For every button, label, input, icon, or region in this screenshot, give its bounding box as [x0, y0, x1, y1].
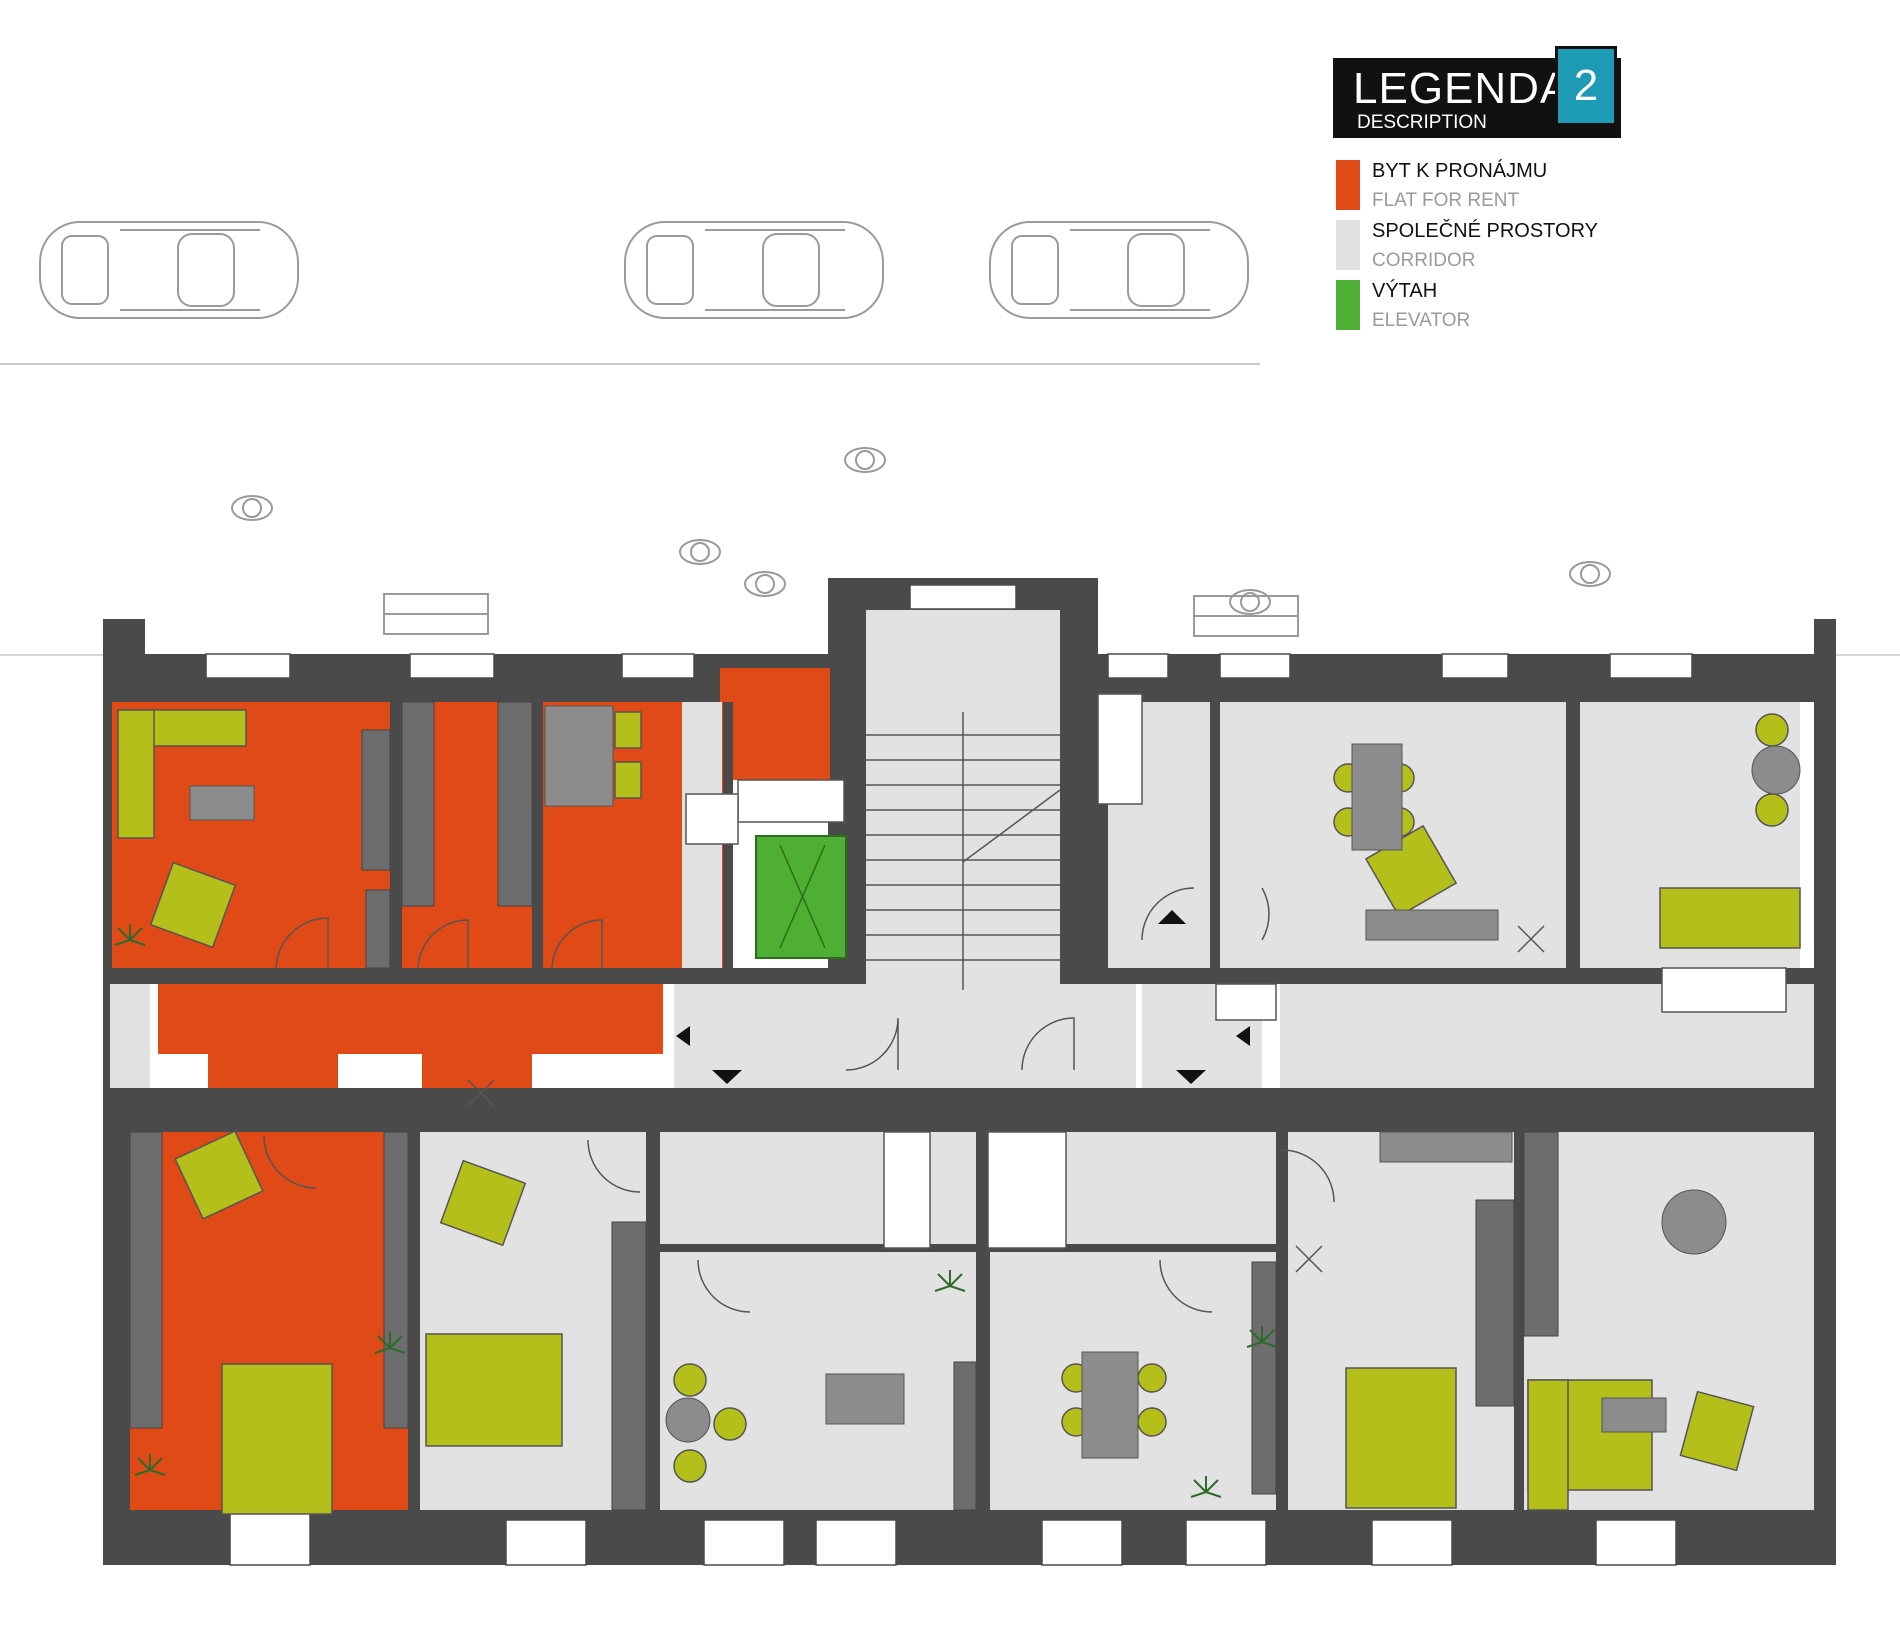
car-icon: [39, 221, 299, 319]
bench-icon: [383, 593, 1299, 637]
bathroom-fixtures: [685, 693, 1787, 1249]
car-icon: [624, 221, 884, 319]
legend-item-label: VÝTAH: [1372, 280, 1438, 302]
entrance-arrow-icon: [676, 910, 1250, 1084]
legend-swatch: [1336, 220, 1360, 270]
legend-number: 2: [1555, 46, 1617, 126]
elevator: [755, 835, 847, 959]
legend-item-sublabel: CORRIDOR: [1372, 250, 1476, 271]
legend-item-sublabel: FLAT FOR RENT: [1372, 190, 1520, 211]
door-swing: [263, 887, 1335, 1313]
legend-swatch: [1336, 160, 1360, 210]
plant-icon: [114, 924, 1278, 1498]
legend-title: LEGENDA: [1353, 64, 1571, 113]
legend-item-label: SPOLEČNÉ PROSTORY: [1372, 220, 1598, 242]
cross-marker: [467, 925, 1545, 1273]
legend-item-sublabel: ELEVATOR: [1372, 310, 1471, 331]
legend-swatch: [1336, 280, 1360, 330]
windows: [205, 584, 1693, 1566]
legend-item-label: BYT K PRONÁJMU: [1372, 160, 1548, 182]
car-icon: [989, 221, 1249, 319]
legend-subtitle: DESCRIPTION: [1357, 112, 1487, 133]
staircase: [866, 712, 1061, 990]
interior-walls: [390, 702, 1580, 1510]
fixtures: [189, 705, 1801, 1459]
wardrobe: [129, 701, 1559, 1511]
furniture: [117, 709, 1801, 1515]
legend-header: LEGENDA DESCRIPTION 2: [1333, 46, 1621, 138]
pedestrian-icon: [231, 447, 1611, 615]
